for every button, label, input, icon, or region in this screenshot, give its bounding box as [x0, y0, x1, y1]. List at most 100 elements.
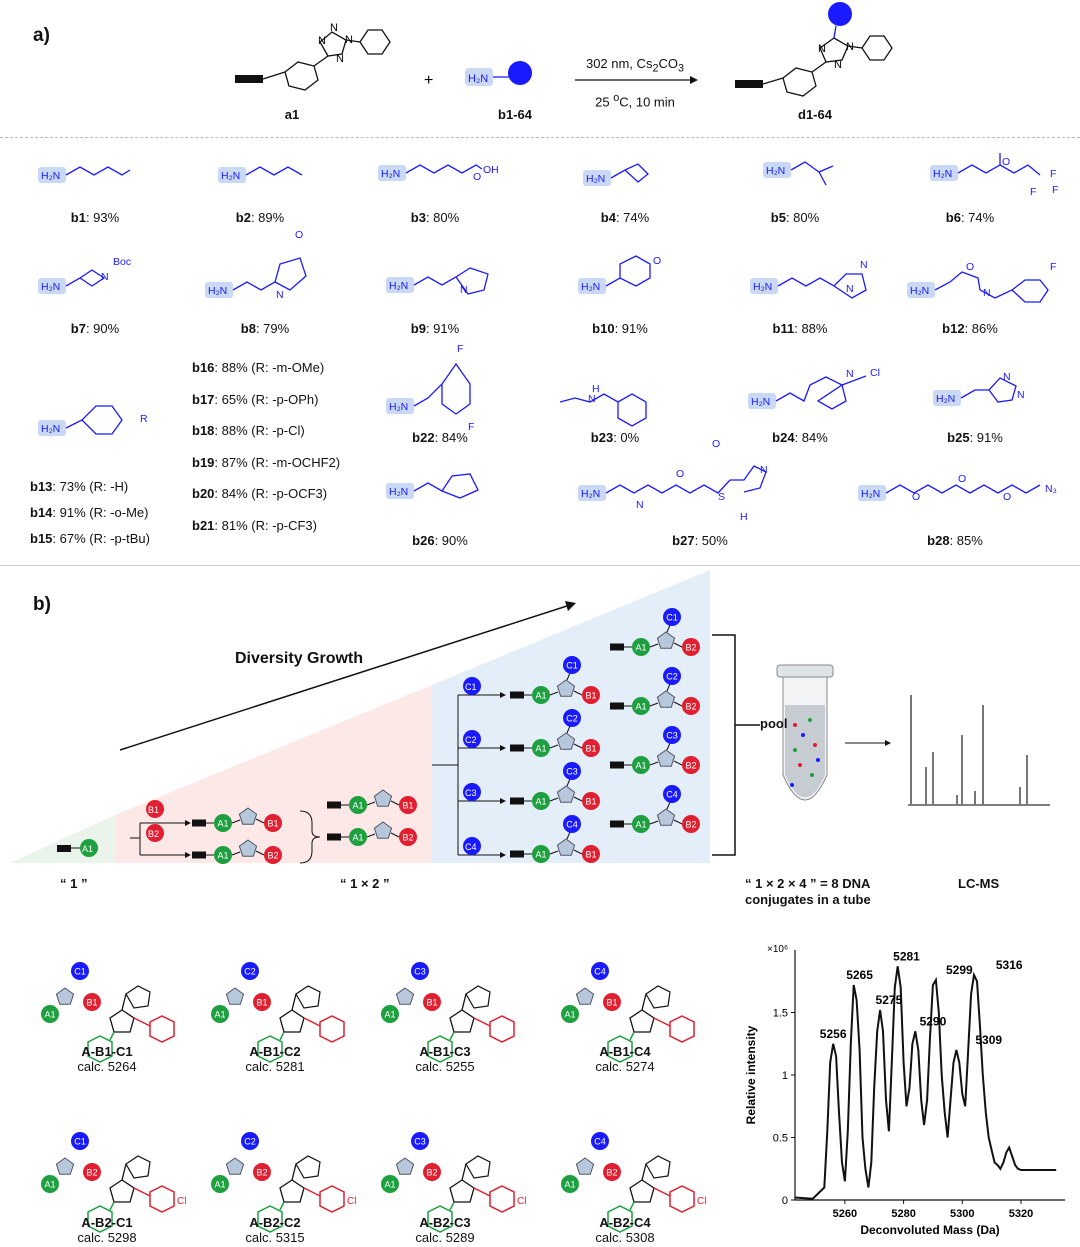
substituent-ring — [465, 1155, 491, 1179]
svg-text:H₂N: H₂N — [861, 488, 880, 500]
bond — [549, 691, 559, 696]
c2-node-label: C2 — [566, 714, 578, 724]
scaffold-ring — [656, 749, 676, 767]
svg-text:Boc: Boc — [113, 256, 131, 268]
b1-node — [253, 993, 271, 1011]
c2-node — [663, 667, 681, 685]
b1-node — [264, 814, 282, 832]
bond — [109, 1201, 115, 1211]
dna-linker — [510, 691, 524, 699]
b2-node-label: B2 — [606, 1168, 617, 1178]
c3-node — [563, 762, 581, 780]
bond — [366, 801, 376, 806]
phenyl-green — [427, 1205, 453, 1233]
svg-text:O: O — [676, 468, 684, 480]
dna-linker — [610, 643, 624, 651]
scaffold-ring — [575, 1157, 595, 1175]
bond — [449, 1031, 455, 1041]
amine-b13-b15-list: b13: 73% (R: -H) b14: 91% (R: -o-Me) b15… — [30, 479, 150, 546]
bond — [566, 831, 571, 840]
substituent-ring — [125, 1155, 151, 1179]
a1-node — [632, 697, 650, 715]
a1-node — [532, 686, 550, 704]
bond — [121, 1163, 127, 1181]
svg-text:F: F — [1050, 261, 1056, 273]
svg-text:N: N — [760, 464, 768, 476]
dna-linker — [610, 702, 624, 710]
divider-ab — [0, 565, 1080, 566]
svg-text:C1: C1 — [465, 682, 477, 692]
a1-node — [532, 845, 550, 863]
a1-node — [632, 756, 650, 774]
dna-linker — [192, 851, 206, 859]
lcms-label: LC-MS — [958, 876, 1000, 891]
b2-node-label: B2 — [685, 643, 696, 653]
amine-b25-caption: b25: 91% — [947, 430, 1003, 445]
chloro-label: Cl — [697, 1196, 706, 1207]
product-structures: A1B1C1A1B1C2A1B1C3A1B1C4A1B2C1ClA1B2C2Cl… — [41, 962, 706, 1233]
c4-node-label: C4 — [666, 790, 678, 800]
x-tick-label: 5320 — [1009, 1208, 1033, 1220]
b1-node — [582, 845, 600, 863]
c4-node-label: C4 — [594, 967, 606, 977]
bond — [279, 1031, 285, 1041]
svg-text:B2: B2 — [148, 829, 159, 839]
svg-text:H₂N: H₂N — [936, 393, 955, 405]
phenyl-red — [319, 1015, 345, 1043]
svg-text:H₂N: H₂N — [208, 285, 227, 297]
c2-node — [241, 962, 259, 980]
a1-node — [41, 1005, 59, 1023]
b2-node-label: B2 — [685, 702, 696, 712]
svg-text:H₂N: H₂N — [581, 281, 600, 293]
a1-node-label: A1 — [384, 1010, 395, 1020]
a1-node — [214, 814, 232, 832]
b2-node — [253, 1163, 271, 1181]
c2-node — [563, 709, 581, 727]
scaffold-ring — [556, 679, 576, 697]
bond — [255, 818, 265, 824]
a1-node — [561, 1175, 579, 1193]
amine-b2-caption: b2: 89% — [235, 210, 285, 225]
dna-linker — [510, 850, 524, 858]
scaffold-ring — [238, 839, 258, 857]
bond — [566, 725, 571, 734]
a1-node-label: A1 — [635, 761, 646, 771]
a1-node — [349, 828, 367, 846]
bond — [649, 761, 659, 766]
b2-node-label: B2 — [685, 761, 696, 771]
b1-node — [582, 792, 600, 810]
svg-text:F: F — [1052, 184, 1058, 196]
bond — [279, 1201, 285, 1211]
svg-text:N: N — [1003, 371, 1011, 383]
b2-node-label: B2 — [267, 851, 278, 861]
b2-node-label: B2 — [426, 1168, 437, 1178]
peak-label: 5281 — [893, 949, 920, 963]
c1-node-label: C1 — [74, 1137, 86, 1147]
phenyl-green — [87, 1035, 113, 1063]
amine-b8-caption: b8: 79% — [240, 321, 290, 336]
b1-node — [423, 993, 441, 1011]
c2-node-label: C2 — [666, 672, 678, 682]
svg-text:H₂N: H₂N — [41, 423, 60, 435]
b2-node-label: B2 — [402, 833, 413, 843]
bond — [291, 1163, 297, 1181]
y-tick-label: 0.5 — [773, 1133, 788, 1145]
bond — [573, 796, 583, 802]
y-tick-label: 1 — [782, 1070, 788, 1082]
amine-b10-caption: b10: 91% — [592, 321, 648, 336]
conditions-top: 302 nm, Cs2CO3 — [585, 56, 685, 75]
triazole-ring — [109, 1179, 135, 1203]
svg-text:N: N — [101, 271, 109, 283]
pool-label: pool — [760, 716, 788, 731]
phenyl-green — [257, 1205, 283, 1233]
bond — [641, 993, 647, 1011]
substituent-ring — [295, 1155, 321, 1179]
